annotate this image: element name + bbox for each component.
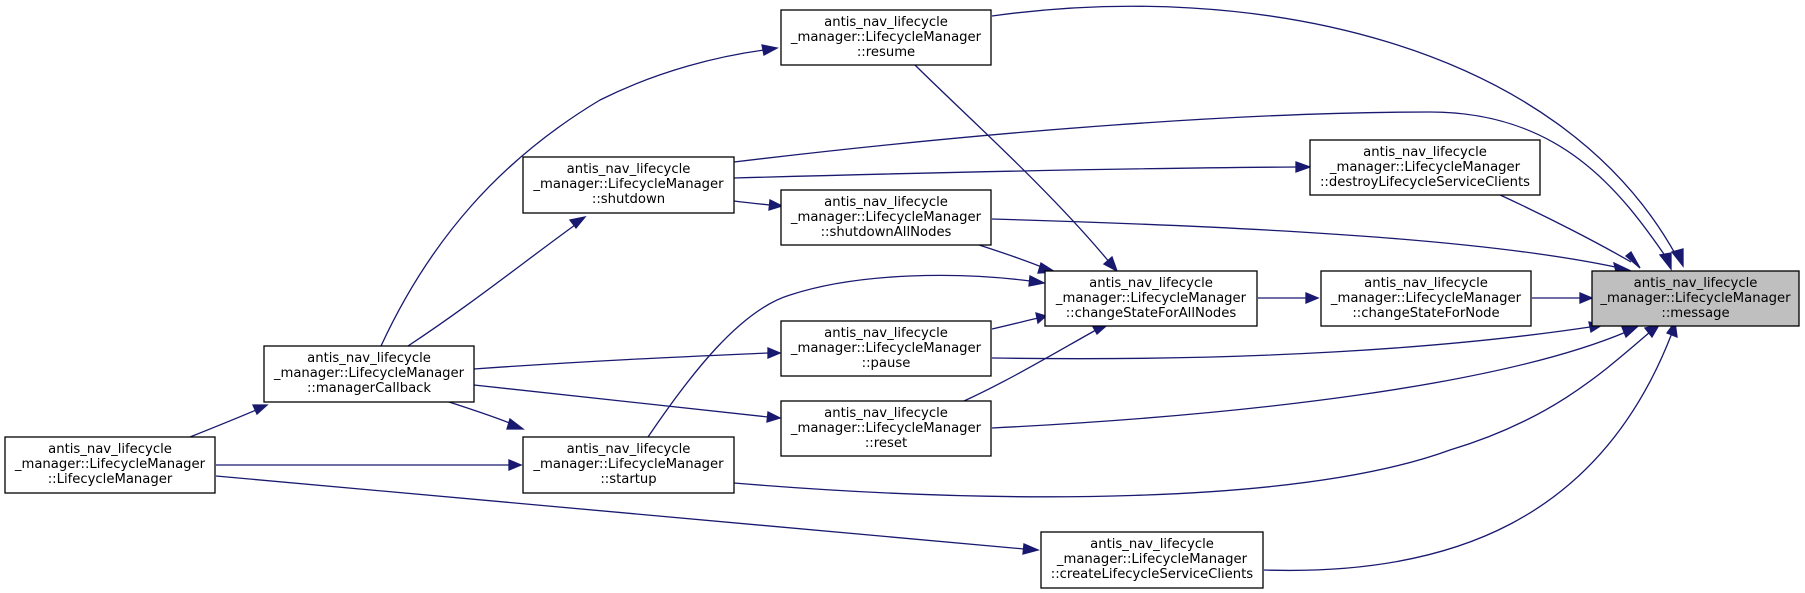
edge-resume-to-changeall xyxy=(913,63,1119,273)
edge-pause-to-message xyxy=(991,321,1604,360)
edge-resume-to-message xyxy=(991,5,1684,268)
node-label-line: antis_nav_lifecycle xyxy=(1634,276,1758,291)
node-pause[interactable]: antis_nav_lifecycle_manager::LifecycleMa… xyxy=(780,320,992,377)
node-startup[interactable]: antis_nav_lifecycle_manager::LifecycleMa… xyxy=(522,436,735,494)
edge-changeall-to-changenode xyxy=(1258,292,1320,304)
edge-startup-to-changeall xyxy=(647,274,1046,438)
node-destroy[interactable]: antis_nav_lifecycle_manager::LifecycleMa… xyxy=(1309,139,1541,196)
node-label-line: _manager::LifecycleManager xyxy=(790,30,982,45)
edge-pause-to-changeall xyxy=(991,312,1048,330)
node-label-line: _manager::LifecycleManager xyxy=(14,457,206,472)
node-label-line: antis_nav_lifecycle xyxy=(307,351,431,366)
node-label-line: ::managerCallback xyxy=(307,381,431,396)
node-label-line: _manager::LifecycleManager xyxy=(532,457,724,472)
edge-shutdown-to-message xyxy=(733,111,1672,271)
node-box xyxy=(1320,270,1532,327)
node-change-all[interactable]: antis_nav_lifecycle_manager::LifecycleMa… xyxy=(1044,270,1258,327)
node-box xyxy=(1591,270,1800,327)
node-message[interactable]: antis_nav_lifecycle_manager::LifecycleMa… xyxy=(1591,270,1800,327)
node-shutdown-all[interactable]: antis_nav_lifecycle_manager::LifecycleMa… xyxy=(780,189,992,246)
node-label-line: _manager::LifecycleManager xyxy=(1599,291,1791,306)
node-label-line: antis_nav_lifecycle xyxy=(1089,276,1213,291)
node-label-line: ::startup xyxy=(600,472,656,487)
node-label-line: antis_nav_lifecycle xyxy=(824,406,948,421)
node-box xyxy=(780,400,992,457)
edge-destroy-to-message xyxy=(1497,193,1641,269)
edge-changenode-to-message xyxy=(1532,292,1594,304)
node-label-line: ::createLifecycleServiceClients xyxy=(1051,567,1254,582)
node-label-line: antis_nav_lifecycle xyxy=(1363,145,1487,160)
node-shutdown[interactable]: antis_nav_lifecycle_manager::LifecycleMa… xyxy=(522,156,735,214)
node-label-line: ::LifecycleManager xyxy=(48,472,173,487)
node-label-line: antis_nav_lifecycle xyxy=(824,15,948,30)
edge-create-to-message xyxy=(1263,320,1678,572)
edge-reset-to-message xyxy=(991,326,1639,429)
node-label-line: _manager::LifecycleManager xyxy=(532,177,724,192)
node-box xyxy=(263,345,475,403)
node-label-line: antis_nav_lifecycle xyxy=(567,442,691,457)
edge-managercallback-to-startup xyxy=(445,400,525,430)
node-label-line: antis_nav_lifecycle xyxy=(48,442,172,457)
node-ctor[interactable]: antis_nav_lifecycle_manager::LifecycleMa… xyxy=(4,436,216,494)
node-label-line: ::message xyxy=(1661,306,1729,321)
node-change-node[interactable]: antis_nav_lifecycle_manager::LifecycleMa… xyxy=(1320,270,1532,327)
node-label-line: ::pause xyxy=(862,356,911,371)
node-label-line: ::shutdown xyxy=(592,192,665,207)
node-label-line: _manager::LifecycleManager xyxy=(790,210,982,225)
node-label-line: ::destroyLifecycleServiceClients xyxy=(1320,175,1530,190)
node-box xyxy=(780,189,992,246)
edge-shutdownall-to-changeall xyxy=(975,243,1058,274)
node-label-line: _manager::LifecycleManager xyxy=(790,341,982,356)
nodes-layer: antis_nav_lifecycle_manager::LifecycleMa… xyxy=(4,9,1800,589)
edge-ctor-to-managercallback xyxy=(189,404,269,438)
node-label-line: antis_nav_lifecycle xyxy=(1090,537,1214,552)
node-box xyxy=(522,156,735,214)
edge-managercallback-to-pause xyxy=(473,347,782,370)
edge-ctor-to-create xyxy=(215,475,1040,555)
node-label-line: ::resume xyxy=(857,45,915,60)
node-label-line: ::changeStateForAllNodes xyxy=(1066,306,1237,321)
node-label-line: antis_nav_lifecycle xyxy=(1364,276,1488,291)
node-reset[interactable]: antis_nav_lifecycle_manager::LifecycleMa… xyxy=(780,400,992,457)
edge-shutdownall-to-message xyxy=(991,218,1633,277)
node-label-line: _manager::LifecycleManager xyxy=(1055,291,1247,306)
node-label-line: _manager::LifecycleManager xyxy=(1329,160,1521,175)
node-box xyxy=(4,436,216,494)
edge-managercallback-to-reset xyxy=(473,384,782,423)
node-manager-callback[interactable]: antis_nav_lifecycle_manager::LifecycleMa… xyxy=(263,345,475,403)
node-label-line: antis_nav_lifecycle xyxy=(824,195,948,210)
node-box xyxy=(780,9,992,66)
node-resume[interactable]: antis_nav_lifecycle_manager::LifecycleMa… xyxy=(780,9,992,66)
node-label-line: _manager::LifecycleManager xyxy=(1330,291,1522,306)
node-label-line: _manager::LifecycleManager xyxy=(1056,552,1248,567)
edges-layer xyxy=(189,5,1684,572)
node-box xyxy=(1040,531,1264,589)
node-label-line: ::reset xyxy=(865,436,907,451)
node-box xyxy=(1309,139,1541,196)
node-box xyxy=(780,320,992,377)
node-label-line: ::shutdownAllNodes xyxy=(821,225,952,240)
edge-ctor-to-startup xyxy=(216,459,523,471)
node-label-line: antis_nav_lifecycle xyxy=(824,326,948,341)
node-box xyxy=(1044,270,1258,327)
node-create[interactable]: antis_nav_lifecycle_manager::LifecycleMa… xyxy=(1040,531,1264,589)
edge-managercallback-to-resume xyxy=(380,44,779,347)
node-label-line: antis_nav_lifecycle xyxy=(567,162,691,177)
node-label-line: _manager::LifecycleManager xyxy=(790,421,982,436)
edge-managercallback-to-shutdown xyxy=(407,216,587,347)
node-box xyxy=(522,436,735,494)
edge-shutdown-to-destroy xyxy=(733,161,1312,179)
edge-shutdown-to-shutdownall xyxy=(733,198,784,211)
node-label-line: ::changeStateForNode xyxy=(1352,306,1499,321)
node-label-line: _manager::LifecycleManager xyxy=(273,366,465,381)
